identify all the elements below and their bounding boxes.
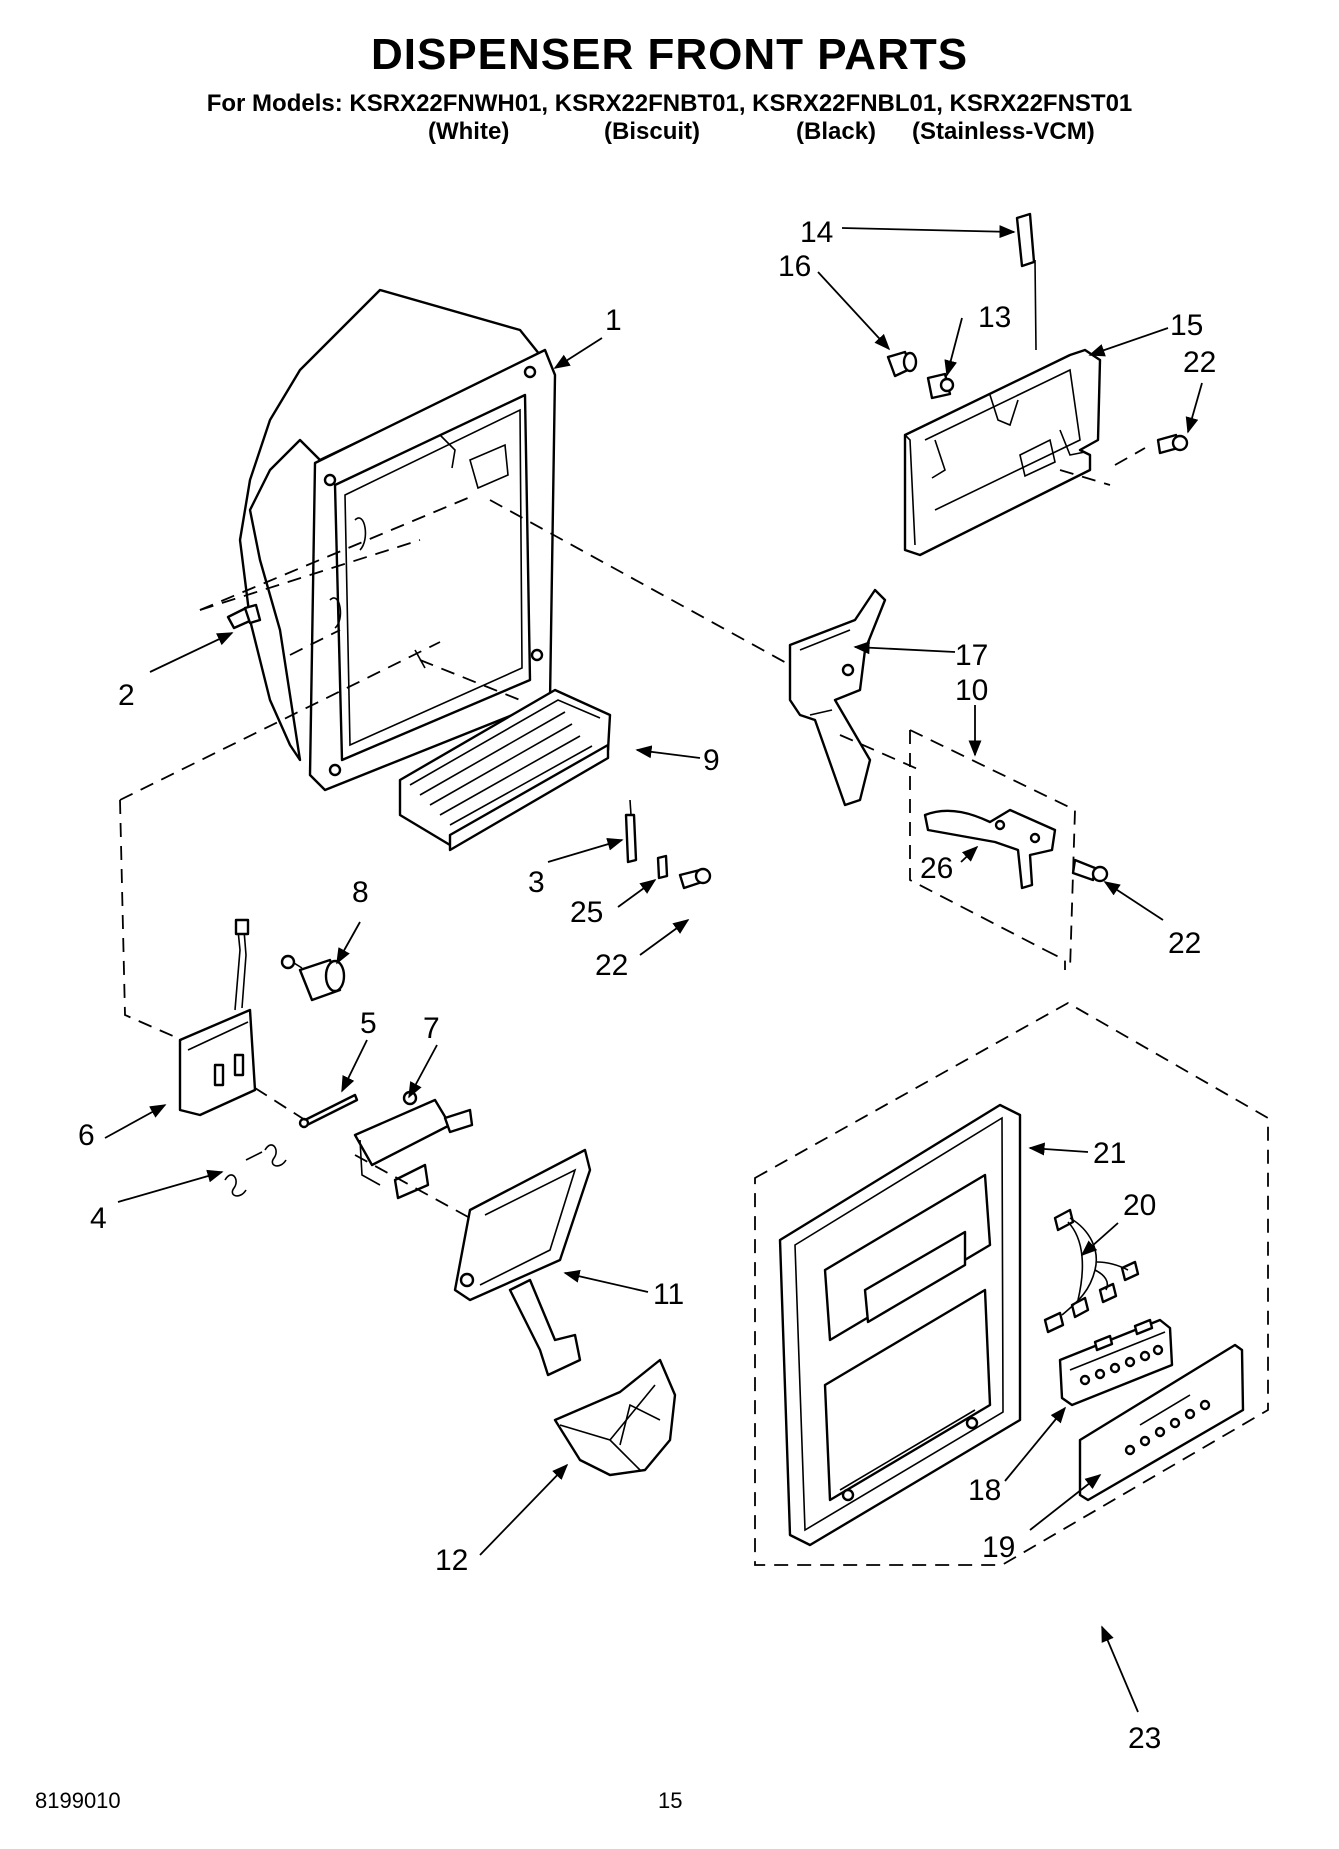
callout-3: 3: [528, 866, 545, 899]
callout-26: 26: [920, 852, 953, 885]
callout-8: 8: [352, 876, 369, 909]
spring-part-4: [224, 1144, 287, 1197]
assembly-outline-10: [909, 729, 1076, 971]
callout-22-upper: 22: [1183, 346, 1216, 379]
callout-14: 14: [800, 216, 833, 249]
housing-part-1: [238, 288, 557, 792]
callout-17: 17: [955, 639, 988, 672]
variant-white: (White): [428, 118, 510, 145]
callout-21: 21: [1093, 1137, 1126, 1170]
chute-part-12: [553, 1358, 677, 1477]
solenoid-part-7: [353, 1090, 474, 1200]
callout-7: 7: [423, 1012, 440, 1045]
callout-13: 13: [978, 301, 1011, 334]
control-overlay-part-19: [1078, 1343, 1245, 1502]
variant-stainless: (Stainless-VCM): [912, 118, 1095, 145]
callout-12: 12: [435, 1544, 468, 1577]
light-bulb-part-16: [886, 350, 918, 378]
variant-biscuit: (Biscuit): [604, 118, 700, 145]
assembly-guide-lines: [119, 447, 1146, 1219]
callout-6: 6: [78, 1119, 95, 1152]
callout-22-right: 22: [1168, 927, 1201, 960]
switch-board-part-18: [1058, 1318, 1174, 1407]
wire-harness-part-20: [1043, 1208, 1140, 1334]
doc-number: 8199010: [35, 1788, 121, 1813]
front-panel-part-21: [778, 1103, 1022, 1547]
pin-part-5: [298, 1093, 359, 1129]
leader-lines: [104, 225, 1203, 1713]
socket-part-13: [926, 372, 955, 400]
callout-22-center: 22: [595, 949, 628, 982]
motor-part-8: [280, 954, 346, 1002]
callout-labels: 1 2 3 4 5 6 7 8 9 10 11 12 13 14 15 16 1…: [78, 216, 1216, 1755]
callout-18: 18: [968, 1474, 1001, 1507]
callout-4: 4: [90, 1202, 107, 1235]
screw-part-2: [226, 603, 262, 630]
lever-part-17: [788, 588, 887, 807]
callout-23: 23: [1128, 1722, 1161, 1755]
lever-part-26: [923, 808, 1057, 890]
callout-1: 1: [605, 304, 622, 337]
page-number: 15: [658, 1788, 683, 1813]
screw-part-22-center: [678, 867, 712, 890]
page-title: DISPENSER FRONT PARTS: [370, 30, 969, 79]
switch-part-14: [1015, 212, 1037, 351]
callout-9: 9: [703, 744, 720, 777]
assembly-outline-23: [754, 1001, 1269, 1566]
variant-black: (Black): [796, 118, 877, 145]
models-line: For Models: KSRX22FNWH01, KSRX22FNBT01, …: [206, 90, 1133, 117]
screw-part-22-upper: [1156, 433, 1189, 455]
callout-5: 5: [360, 1007, 377, 1040]
callout-25: 25: [570, 896, 603, 929]
drip-tray-part-9: [398, 688, 612, 852]
callout-16: 16: [778, 250, 811, 283]
bracket-part-15: [903, 348, 1102, 557]
callout-19: 19: [982, 1531, 1015, 1564]
callout-15: 15: [1170, 309, 1203, 342]
lever-part-11: [453, 1148, 592, 1377]
callout-11: 11: [653, 1278, 684, 1311]
switch-part-3: [624, 799, 669, 880]
actuator-part-6: [178, 918, 257, 1117]
callout-2: 2: [118, 679, 135, 712]
callout-20: 20: [1123, 1189, 1156, 1222]
screw-part-22-right: [1071, 858, 1109, 883]
callout-10: 10: [955, 674, 988, 707]
